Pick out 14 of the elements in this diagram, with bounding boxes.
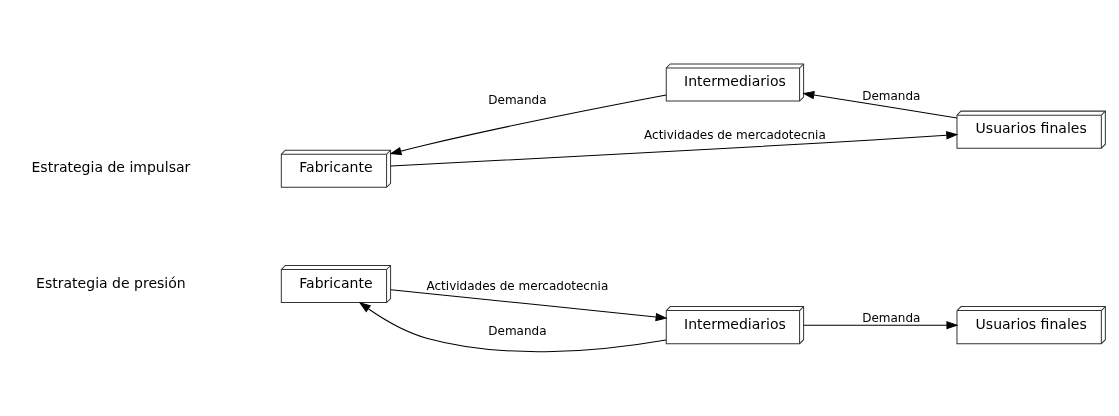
arrow	[803, 321, 958, 330]
edge-label: Demanda	[488, 323, 547, 338]
arrow	[803, 91, 958, 119]
arrow	[390, 94, 667, 156]
edge-label: Demanda	[862, 89, 921, 104]
edge-label: Actividades de mercadotecnia	[426, 278, 609, 293]
edge-label: Actividades de mercadotecnia	[644, 128, 826, 143]
arrow	[390, 131, 958, 167]
arrow	[359, 302, 667, 353]
label: Estrategia de impulsar	[31, 159, 191, 176]
label: Estrategia de presión	[36, 274, 186, 291]
edge-label: Demanda	[862, 310, 921, 325]
edge-label: Demanda	[488, 93, 547, 108]
arrow	[390, 289, 667, 322]
